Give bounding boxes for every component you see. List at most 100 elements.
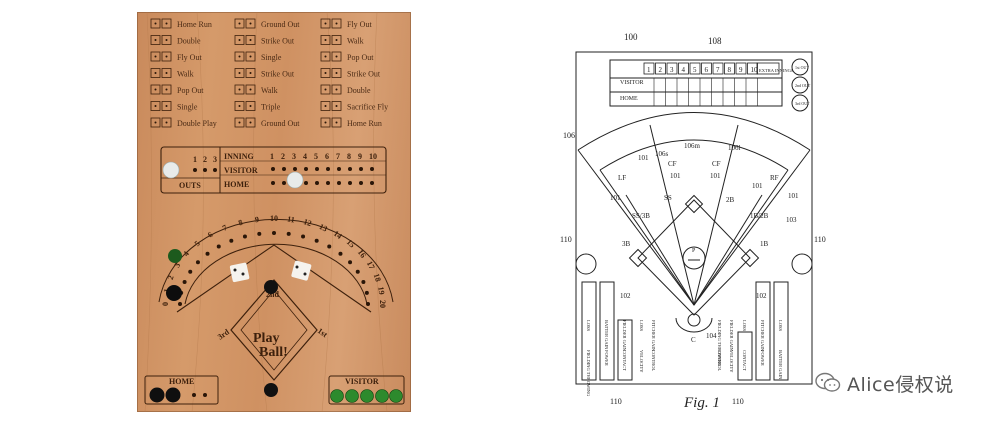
die-left[interactable]: [229, 262, 250, 283]
arc-score-number: 8: [237, 218, 244, 228]
pos-1b2b: 1B/2B: [750, 212, 769, 220]
ref-108: 108: [708, 36, 722, 46]
outs-label: OUTS: [179, 181, 201, 190]
pos-cf-1: CF: [668, 160, 677, 168]
patent-inning-number: 7: [716, 66, 720, 74]
score-marble-black[interactable]: [166, 285, 182, 301]
pos-lf: LF: [618, 174, 626, 182]
dice-outcome-label: Strike Out: [261, 37, 295, 46]
die-right[interactable]: [291, 260, 312, 281]
patent-side-label: LOSS: [639, 320, 644, 332]
outs-num-2: 2: [203, 155, 207, 164]
watermark: Alice侵权说: [815, 368, 985, 398]
home-box-label: HOME: [169, 377, 194, 386]
die-face-icon: [331, 84, 342, 95]
ref-106: 106: [563, 131, 575, 140]
die-face-icon: [331, 117, 342, 128]
patent-inning-number: 6: [705, 66, 709, 74]
second-base-label: 2nd: [266, 290, 279, 299]
home-label: HOME: [224, 180, 249, 189]
arc-score-number: 5: [193, 239, 202, 248]
arc-score-number: 19: [376, 286, 386, 295]
die-face-icon: [320, 35, 331, 45]
die-face-icon: [234, 18, 245, 29]
wechat-icon: [815, 372, 841, 392]
inning-number: 7: [336, 152, 340, 161]
die-face-icon: [234, 84, 245, 95]
patent-inning-number: 9: [739, 66, 743, 74]
arc-score-number: 4: [181, 249, 191, 258]
pos-1b: 1B: [760, 240, 769, 248]
inning-label: INNING: [224, 152, 254, 161]
die-face-icon: [320, 101, 331, 111]
ref-101-f: 101: [788, 192, 799, 200]
die-face-icon: [161, 35, 172, 45]
arc-score-number: 11: [287, 215, 296, 225]
patent-side-label: PITCHER GAIN: [651, 320, 656, 352]
runner-home[interactable]: [264, 383, 278, 397]
die-face-icon: [331, 18, 342, 29]
patent-side-label: FIELDING THROWING: [717, 320, 722, 367]
dice-outcome-label: Strike Out: [347, 70, 381, 79]
pos-c: C: [691, 336, 696, 344]
ref-101-c: 101: [752, 182, 763, 190]
patent-inning-number: 10: [751, 66, 759, 74]
first-base-label: 1st: [316, 326, 329, 339]
visitor-row-label: VISITOR: [620, 80, 644, 86]
die-face-icon: [161, 68, 172, 78]
die-face-icon: [331, 68, 342, 78]
patent-side-label: CONTACT: [742, 350, 747, 371]
visitor-label: VISITOR: [224, 166, 258, 175]
inning-number: 4: [303, 152, 307, 161]
ref-110-bottom-right: 110: [732, 397, 744, 406]
ref-101-b: 101: [710, 172, 721, 180]
patent-side-label: FIELDER GAIN: [622, 320, 627, 352]
inning-number: 5: [314, 152, 318, 161]
patent-side-label: VELOCITY: [639, 350, 644, 373]
die-face-icon: [161, 18, 172, 29]
arc-score-number: 6: [206, 230, 215, 240]
pos-2b: 2B: [726, 196, 735, 204]
arc-score-number: 20: [378, 300, 387, 308]
die-face-icon: [331, 35, 342, 45]
score-marble-green[interactable]: [168, 249, 182, 263]
die-face-icon: [245, 101, 256, 111]
ref-102-left: 102: [620, 292, 631, 300]
patent-side-label: BATTER GAIN: [778, 350, 783, 380]
dice-outcome-label: Ground Out: [261, 20, 300, 29]
patent-side-label: LOSS: [742, 320, 747, 332]
pos-rf: RF: [770, 174, 779, 182]
dice-outcome-label: Sacrifice Fly: [347, 103, 388, 112]
outs-marble[interactable]: [162, 161, 180, 179]
arc-score-number: 14: [332, 229, 344, 241]
watermark-text: Alice侵权说: [847, 373, 954, 396]
dice-outcome-label: Walk: [177, 70, 194, 79]
die-face-icon: [320, 84, 331, 95]
runner-second[interactable]: [264, 280, 278, 294]
patent-side-label: POWER: [760, 350, 765, 366]
die-face-icon: [320, 51, 331, 62]
die-face-icon: [245, 35, 256, 45]
arc-score-number: 15: [345, 238, 357, 250]
out-1-label: 1st OUT: [795, 65, 809, 70]
dice-outcome-label: Pop Out: [347, 53, 374, 62]
arc-score-number: 0: [161, 302, 170, 306]
out-3-label: 3rd OUT: [795, 101, 810, 106]
out-2-label: 2nd OUT: [795, 83, 811, 88]
ball-label: Ball!: [259, 345, 288, 360]
die-face-icon: [150, 68, 161, 78]
home-row-label: HOME: [620, 96, 638, 102]
inning-marble[interactable]: [286, 171, 304, 189]
inning-number: 3: [292, 152, 296, 161]
pos-cf-2: CF: [712, 160, 721, 168]
pos-ss: SS: [664, 194, 672, 202]
inning-number: 1: [270, 152, 274, 161]
ref-106l: 106l: [728, 144, 741, 152]
dice-outcome-label: Single: [261, 53, 282, 62]
ref-102-right: 102: [756, 292, 767, 300]
inning-number: 2: [281, 152, 285, 161]
patent-inning-number: 1: [647, 66, 651, 74]
